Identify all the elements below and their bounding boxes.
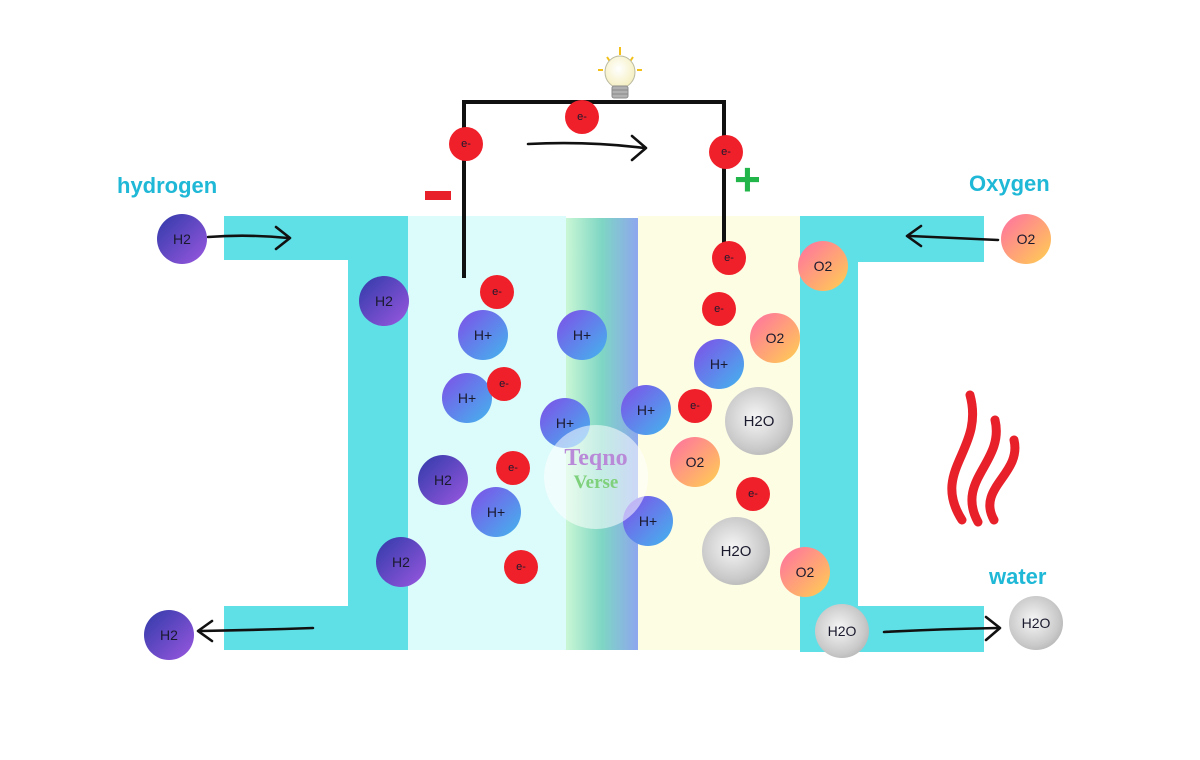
arrow-icon (196, 134, 1002, 643)
watermark-line2: Verse (573, 472, 619, 493)
electron: e- (449, 127, 483, 161)
h2o-molecule: H2O (1009, 596, 1063, 650)
electron: e- (736, 477, 770, 511)
light-bulb-icon (598, 47, 642, 99)
oxygen-label: Oxygen (969, 171, 1050, 196)
h2-molecule: H2 (144, 610, 194, 660)
proton: H+ (442, 373, 492, 423)
h2-molecule: H2 (376, 537, 426, 587)
proton: H+ (471, 487, 521, 537)
anode-minus-sign (425, 191, 451, 200)
watermark-line1: Teqno (564, 445, 628, 471)
teqnoverse-watermark: Teqno Verse (544, 425, 648, 529)
o2-molecule: O2 (1001, 214, 1051, 264)
electron: e- (504, 550, 538, 584)
cathode-plus-sign: + (734, 153, 761, 205)
circuit-wire (462, 100, 726, 278)
electron: e- (709, 135, 743, 169)
electron: e- (496, 451, 530, 485)
electron: e- (487, 367, 521, 401)
water-label: water (989, 564, 1047, 589)
h2o-molecule: H2O (725, 387, 793, 455)
flame-icon (947, 390, 1020, 527)
proton: H+ (458, 310, 508, 360)
electron: e- (678, 389, 712, 423)
h2-molecule: H2 (359, 276, 409, 326)
o2-molecule: O2 (780, 547, 830, 597)
o2-molecule: O2 (750, 313, 800, 363)
h2o-molecule: H2O (702, 517, 770, 585)
electron: e- (480, 275, 514, 309)
electron: e- (712, 241, 746, 275)
hydrogen-label: hydrogen (117, 173, 218, 198)
proton: H+ (557, 310, 607, 360)
h2o-molecule: H2O (815, 604, 869, 658)
o2-molecule: O2 (798, 241, 848, 291)
h2-molecule: H2 (418, 455, 468, 505)
o2-molecule: O2 (670, 437, 720, 487)
h2-molecule: H2 (157, 214, 207, 264)
electron: e- (702, 292, 736, 326)
electron: e- (565, 100, 599, 134)
proton: H+ (621, 385, 671, 435)
proton: H+ (694, 339, 744, 389)
